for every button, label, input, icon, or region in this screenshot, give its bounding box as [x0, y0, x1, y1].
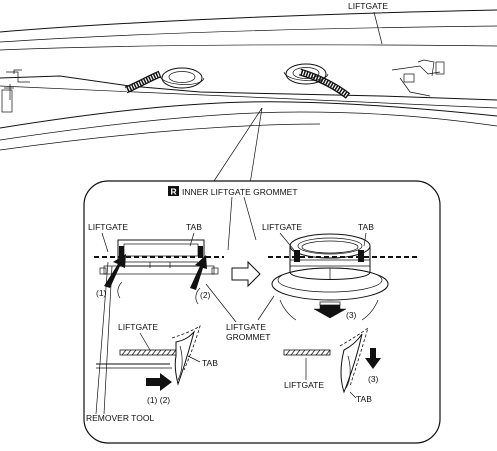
label-tab-left: TAB: [186, 222, 202, 232]
arrow-pull-down-icon: [365, 348, 381, 369]
arrow-push-icon: [146, 373, 172, 391]
label-liftgate-top: LIFTGATE: [348, 1, 388, 11]
detail-panel: R INNER LIFTGATE GROMMET LIFTGATE TAB: [83, 180, 441, 444]
grommet-left-icon: [159, 67, 205, 89]
label-steps-1-2: (1) (2): [147, 395, 170, 405]
label-liftgate-grommet-1: LIFTGATE: [226, 322, 266, 332]
label-remover-tool: REMOVER TOOL: [86, 413, 154, 423]
label-step1: (1): [96, 288, 107, 298]
label-tab-lower-left: TAB: [202, 358, 218, 368]
label-step2: (2): [200, 290, 211, 300]
grommet-right-icon: [283, 63, 329, 85]
grommet-3d-view: LIFTGATE TAB (3): [205, 222, 418, 342]
label-tab-lower-right: TAB: [356, 394, 372, 404]
label-step3: (3): [346, 310, 357, 320]
label-tab-right: TAB: [358, 222, 374, 232]
label-liftgate-right: LIFTGATE: [262, 222, 302, 232]
vehicle-overview: LIFTGATE: [0, 1, 497, 185]
grommet-cross-section: LIFTGATE TAB (1) (2): [88, 222, 224, 415]
badge-r: [168, 186, 179, 196]
label-liftgate-lower-right: LIFTGATE: [284, 380, 324, 390]
label-liftgate-left: LIFTGATE: [88, 222, 128, 232]
arrow-step1-icon: [104, 254, 126, 288]
label-step3-lower: (3): [368, 374, 379, 384]
tab-release-detail: LIFTGATE TAB (1) (2): [96, 322, 218, 405]
arrow-step2-icon: [190, 255, 207, 290]
next-step-arrow-icon: [231, 260, 261, 288]
label-liftgate-lower-left: LIFTGATE: [118, 322, 158, 332]
svg-text:R: R: [171, 187, 177, 197]
section-title: INNER LIFTGATE GROMMET: [182, 187, 298, 197]
label-liftgate-grommet-2: GROMMET: [226, 332, 270, 342]
tab-pull-detail: LIFTGATE TAB (3): [283, 326, 381, 404]
